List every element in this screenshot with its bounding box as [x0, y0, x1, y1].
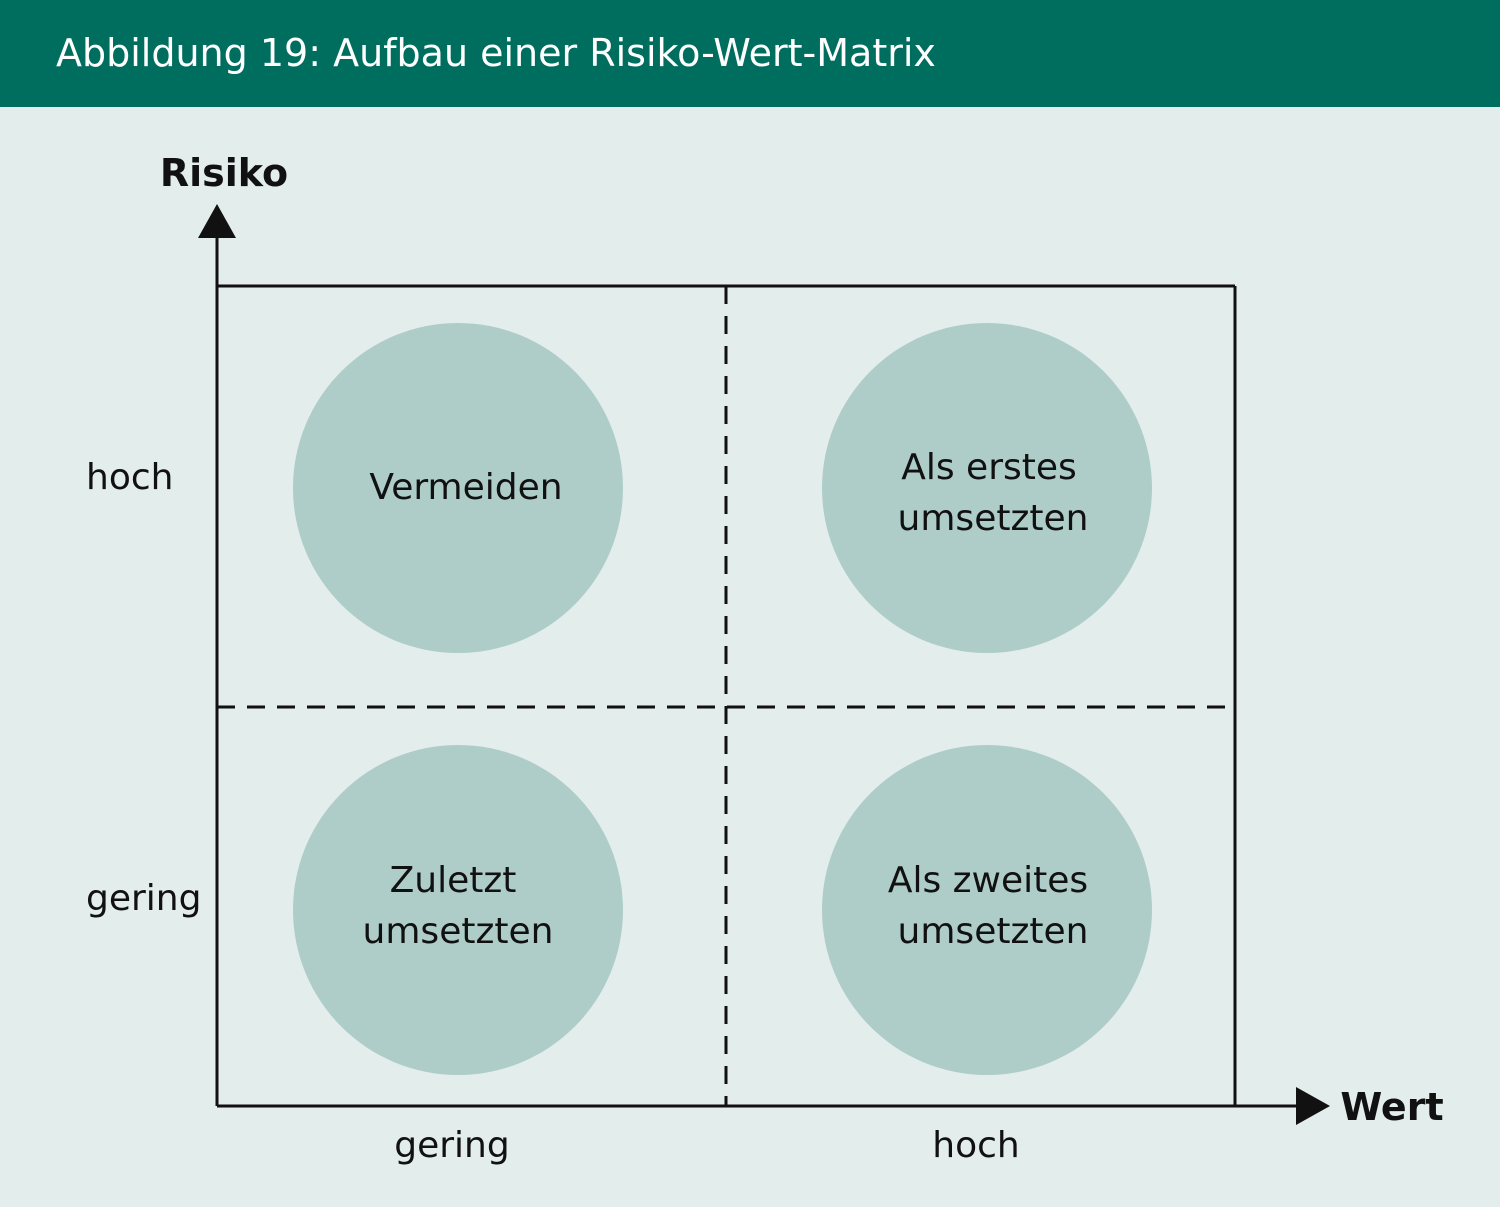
figure-title: Abbildung 19: Aufbau einer Risiko-Wert-M…	[56, 31, 936, 75]
quadrant-label-bottom-left-line2: umsetzten	[363, 911, 554, 952]
quadrant-label-top-right-line2: umsetzten	[898, 498, 1089, 539]
quadrant-circle-bottom-right	[822, 745, 1152, 1075]
y-axis-title: Risiko	[160, 151, 288, 195]
y-label-low: gering	[86, 878, 201, 919]
quadrant-label-top-right-line1: Als erstes	[901, 447, 1077, 488]
y-label-high: hoch	[86, 457, 173, 498]
quadrant-label-bottom-right-line1: Als zweites	[888, 860, 1088, 901]
quadrant-circle-bottom-left	[293, 745, 623, 1075]
x-label-low: gering	[394, 1125, 509, 1166]
diagram-background	[0, 107, 1500, 1207]
quadrant-label-bottom-left-line1: Zuletzt	[390, 860, 517, 901]
quadrant-circle-top-left	[293, 323, 623, 653]
quadrant-label-bottom-right-line2: umsetzten	[898, 911, 1089, 952]
y-axis-arrow-icon	[198, 204, 236, 238]
quadrant-circle-top-right	[822, 323, 1152, 653]
quadrant-label-top-left: Vermeiden	[369, 467, 562, 508]
x-axis-title: Wert	[1340, 1085, 1443, 1129]
header-bar: Abbildung 19: Aufbau einer Risiko-Wert-M…	[0, 0, 1500, 107]
x-axis-arrow-icon	[1296, 1087, 1330, 1125]
x-label-high: hoch	[932, 1125, 1019, 1166]
